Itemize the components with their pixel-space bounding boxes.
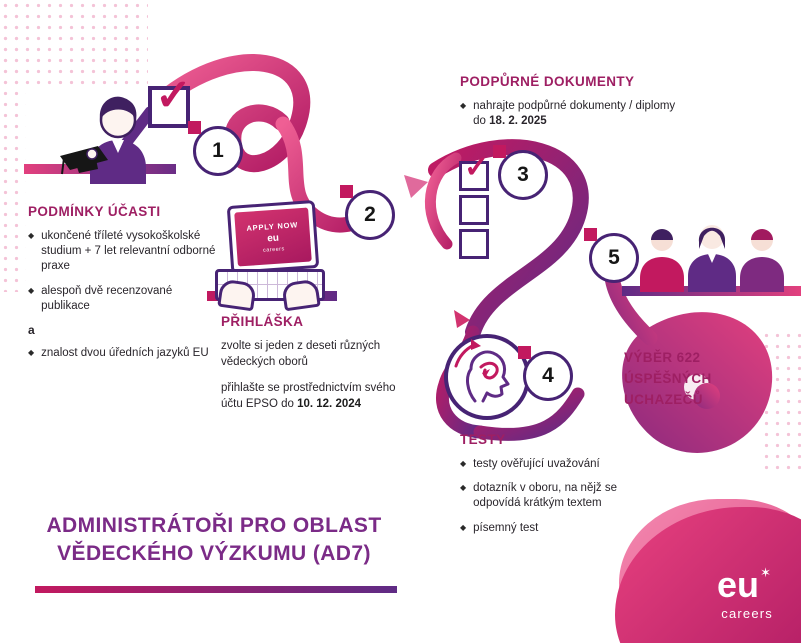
list-item: ◆ znalost dvou úředních jazyků EU — [28, 346, 220, 361]
documents-deadline: 18. 2. 2025 — [489, 115, 547, 128]
thinking-head-illustration — [444, 334, 530, 420]
step-2-number: 2 — [364, 203, 376, 226]
bullet-diamond-icon: ◆ — [28, 231, 35, 240]
tablet-frame: APPLY NOW eu careers — [226, 200, 320, 274]
application-text-2: přihlašte se prostřednictvím svého účtu … — [221, 381, 405, 412]
bullet-diamond-icon: ◆ — [460, 522, 467, 532]
page-title-line2: VĚDECKÉHO VÝZKUMU (AD7) — [57, 542, 371, 566]
page-title: ADMINISTRÁTOŘI PRO OBLAST VĚDECKÉHO VÝZK… — [22, 512, 406, 569]
section-documents-title: PODPŮRNÉ DOKUMENTY — [460, 74, 635, 89]
checklist-box-empty — [459, 195, 489, 225]
step-5-badge: 5 — [584, 228, 639, 283]
list-item: ◆ testy ověřující uvažování — [460, 457, 652, 472]
application-text-1: zvolte si jeden z deseti různých vědecký… — [221, 340, 381, 368]
arrow-down-icon — [454, 310, 470, 328]
checklist-box-checked: ✓ — [459, 151, 489, 191]
list-item-text: testy ověřující uvažování — [473, 458, 600, 470]
tablet-screen: APPLY NOW eu careers — [234, 207, 312, 267]
bullet-diamond-icon: ◆ — [28, 285, 35, 295]
application-text-2-prefix: přihlašte se prostřednictvím svého účtu … — [221, 382, 396, 410]
list-item: ◆ dotazník v oboru, na nějž se odpovídá … — [460, 481, 652, 511]
eu-careers-logo: eu ✶ careers — [591, 493, 801, 643]
candidates-group-illustration — [640, 225, 784, 292]
list-item-text: dotazník v oboru, na nějž se odpovídá kr… — [473, 482, 617, 510]
list-item-text: znalost dvou úředních jazyků EU — [41, 346, 209, 359]
teardrop-curl-overlay — [694, 383, 720, 409]
logo-careers-text: careers — [721, 606, 773, 621]
section-application-title: PŘIHLÁŠKA — [221, 314, 304, 329]
application-deadline: 10. 12. 2024 — [297, 397, 362, 410]
step-5-number: 5 — [608, 246, 620, 269]
section-application: PŘIHLÁŠKA zvolte si jeden z deseti různý… — [221, 314, 405, 423]
list-item-text: ukončené tříleté vysokoškolské studium +… — [41, 230, 216, 273]
step-3-number: 3 — [517, 163, 529, 186]
list-item-text: písemný test — [473, 521, 539, 534]
step-1-badge: 1 — [188, 121, 243, 176]
tablet-illustration: APPLY NOW eu careers — [213, 200, 325, 312]
title-underline-bar — [35, 586, 397, 593]
ribbon-from-head — [473, 387, 585, 441]
list-item: ◆ ukončené tříleté vysokoškolské studium… — [28, 229, 220, 275]
logo-eu-text: eu — [716, 564, 759, 605]
bullet-diamond-icon: ◆ — [460, 483, 467, 493]
documents-text-prefix: nahrajte podpůrné dokumenty / diplomy do — [473, 100, 676, 128]
bullet-diamond-icon: ◆ — [460, 101, 467, 110]
checked-checkbox-illustration: ✓ — [148, 71, 192, 128]
step-3-badge: 3 — [493, 145, 548, 200]
arrow-right-icon — [404, 175, 428, 198]
tablet-careers-label: careers — [262, 245, 285, 254]
list-item: ◆ písemný test — [460, 521, 652, 536]
bullet-diamond-icon: ◆ — [460, 459, 467, 468]
checkmark-icon: ✓ — [464, 151, 490, 184]
section-documents: PODPŮRNÉ DOKUMENTY ◆ nahrajte podpůrné d… — [460, 74, 680, 138]
bullet-diamond-icon: ◆ — [28, 347, 35, 357]
list-item-text: nahrajte podpůrné dokumenty / diplomy do… — [473, 99, 680, 129]
step-2-badge: 2 — [340, 185, 395, 240]
tablet-eu-logo: eu — [266, 232, 280, 244]
list-item: ◆ nahrajte podpůrné dokumenty / diplomy … — [460, 99, 680, 129]
list-item-text: alespoň dvě recenzované publikace — [41, 284, 173, 312]
section-selection-title: VÝBĚR 622 ÚSPĚŠNÝCH UCHAZEČŮ — [624, 350, 712, 407]
section-tests-title: TESTY — [460, 432, 506, 447]
list-item: ◆ alespoň dvě recenzované publikace — [28, 284, 220, 314]
step-4-number: 4 — [542, 364, 554, 387]
logo-star-icon: ✶ — [760, 565, 771, 580]
graduate-illustration — [60, 96, 156, 184]
step-4-badge: 4 — [518, 346, 573, 401]
connector-word: a — [28, 322, 35, 337]
section-conditions-title: PODMÍNKY ÚČASTI — [28, 204, 161, 219]
apply-now-label: APPLY NOW — [246, 219, 299, 233]
ribbon-checklist-curl — [424, 152, 462, 250]
checklist-box-empty — [459, 229, 489, 259]
section-conditions: PODMÍNKY ÚČASTI ◆ ukončené tříleté vysok… — [28, 204, 220, 370]
dots-pattern-bottom-left — [0, 0, 148, 91]
ribbon-top-swirl — [153, 54, 311, 173]
checkmark-icon: ✓ — [155, 71, 192, 120]
step-1-number: 1 — [212, 139, 224, 162]
section-tests: TESTY ◆ testy ověřující uvažování ◆ dota… — [460, 432, 652, 545]
page-title-line1: ADMINISTRÁTOŘI PRO OBLAST — [46, 514, 382, 537]
